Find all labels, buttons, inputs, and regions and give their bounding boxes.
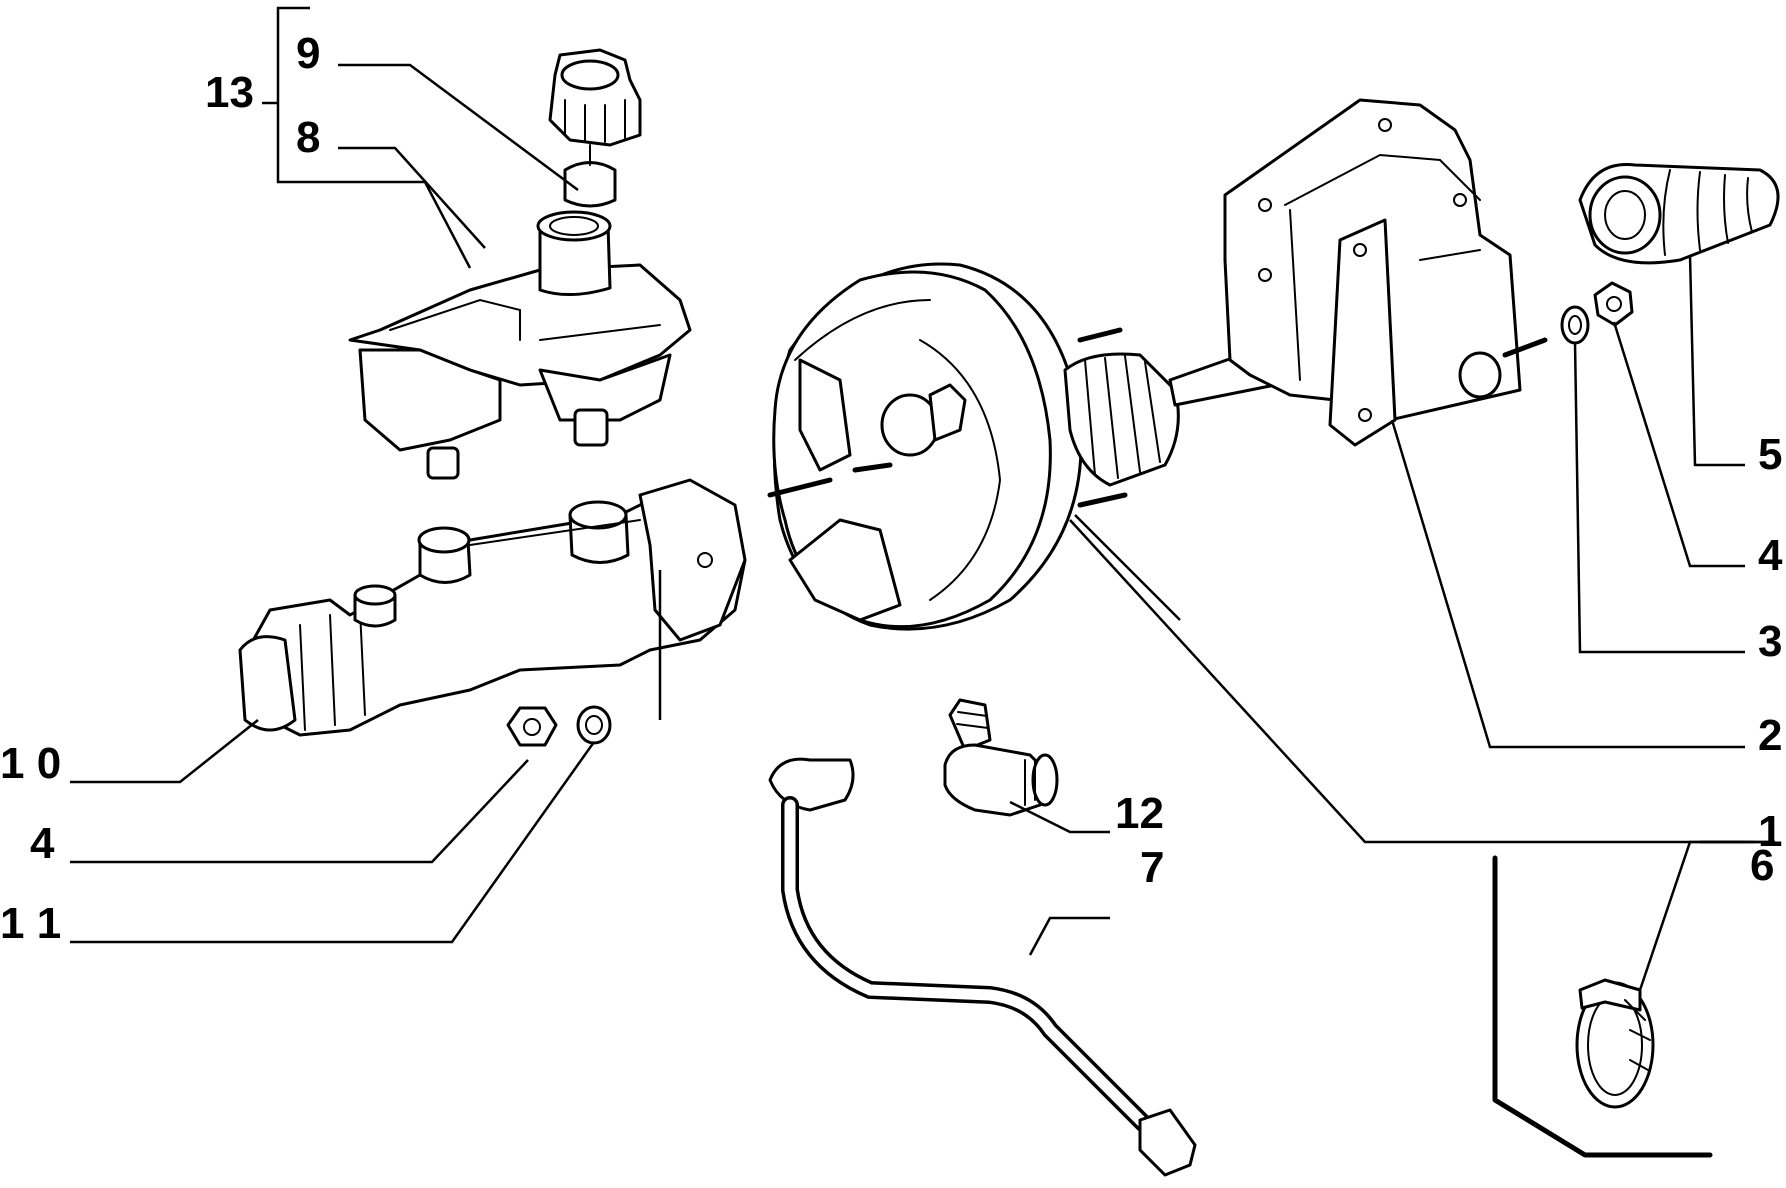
nut-and-washer-left [506, 705, 612, 747]
callout-8: 8 [296, 113, 320, 162]
callout-1: 1 [1758, 807, 1782, 856]
callout-6: 6 [1750, 841, 1774, 890]
callout-9: 9 [296, 29, 320, 78]
callout-4-left: 4 [30, 819, 55, 868]
kit-13-bracket [276, 6, 368, 184]
nut-and-washer-right [1560, 281, 1634, 345]
callout-2: 2 [1758, 711, 1782, 760]
check-valve [943, 698, 1059, 817]
callout-12: 12 [1115, 789, 1164, 838]
callout-labels: 1 2 3 4 5 6 7 8 9 1 0 4 1 1 12 13 [0, 29, 1783, 948]
master-cylinder [238, 478, 747, 737]
brake-booster [767, 262, 1287, 631]
hose-clamp [1575, 978, 1655, 1109]
callout-5: 5 [1758, 430, 1782, 479]
callout-10: 1 0 [0, 739, 61, 788]
reservoir-cap-and-float [548, 48, 642, 208]
vacuum-hose [768, 757, 1197, 1177]
dust-boot [1578, 162, 1780, 265]
callout-7: 7 [1140, 843, 1164, 892]
brake-fluid-reservoir [348, 210, 692, 480]
callout-13: 13 [205, 68, 254, 117]
booster-mounting-bracket [1223, 98, 1548, 447]
callout-3: 3 [1758, 617, 1782, 666]
callout-11: 1 1 [0, 899, 61, 948]
leader-lines [70, 63, 1775, 991]
callout-4-right: 4 [1758, 531, 1783, 580]
clamp-kit-bracket [1492, 855, 1713, 1158]
